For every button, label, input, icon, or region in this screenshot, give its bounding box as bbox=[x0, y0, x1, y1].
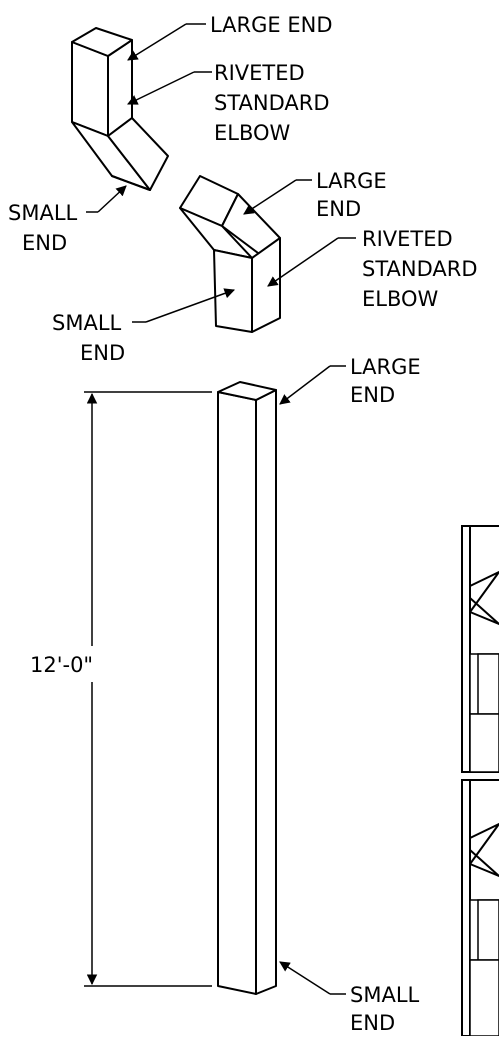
svg-text:STANDARD: STANDARD bbox=[214, 91, 330, 115]
svg-text:STANDARD: STANDARD bbox=[362, 257, 478, 281]
elbow2-small-end-label: SMALL END bbox=[52, 288, 235, 365]
brick-wall-panel-lower bbox=[461, 779, 499, 1037]
svg-text:ELBOW: ELBOW bbox=[362, 287, 439, 311]
svg-text:LARGE: LARGE bbox=[350, 355, 421, 379]
pipe-top-opening bbox=[217, 381, 277, 401]
svg-text:LARGE END: LARGE END bbox=[210, 13, 333, 37]
elbow2-large-end-label: LARGE END bbox=[243, 169, 387, 221]
svg-text:END: END bbox=[316, 197, 361, 221]
svg-text:SMALL: SMALL bbox=[8, 201, 78, 225]
svg-text:LARGE: LARGE bbox=[316, 169, 387, 193]
pipe-large-end-label: LARGE END bbox=[279, 355, 421, 407]
dimension-value: 12'-0" bbox=[30, 653, 93, 677]
elbow2-riveted-label: RIVETED STANDARD ELBOW bbox=[267, 227, 478, 311]
svg-text:RIVETED: RIVETED bbox=[362, 227, 453, 251]
elbow1-top-opening bbox=[71, 27, 133, 57]
svg-text:END: END bbox=[22, 231, 67, 255]
elbow1-leg-left-face bbox=[71, 41, 109, 137]
elbow-2: LARGE END RIVETED STANDARD ELBOW SMALL E… bbox=[52, 169, 478, 365]
elbow-1: LARGE END RIVETED STANDARD ELBOW SMALL E… bbox=[8, 13, 333, 255]
elbow1-angled-right-face bbox=[107, 117, 169, 191]
straight-pipe: LARGE END SMALL END bbox=[217, 355, 421, 1035]
svg-text:SMALL: SMALL bbox=[52, 311, 122, 335]
svg-text:ELBOW: ELBOW bbox=[214, 121, 291, 145]
elbow1-riveted-label: RIVETED STANDARD ELBOW bbox=[127, 61, 330, 145]
svg-text:END: END bbox=[350, 1011, 395, 1035]
pipe-left-face bbox=[217, 391, 257, 995]
svg-text:SMALL: SMALL bbox=[350, 983, 420, 1007]
svg-text:END: END bbox=[80, 341, 125, 365]
brick-wall-panel-upper bbox=[461, 525, 499, 773]
elbow1-large-end-label: LARGE END bbox=[127, 13, 333, 61]
pipe-right-face bbox=[255, 389, 277, 995]
svg-text:END: END bbox=[350, 383, 395, 407]
elbow2-leg-right-face bbox=[251, 237, 281, 333]
elbow1-small-end-label: SMALL END bbox=[8, 185, 127, 255]
pipe-small-end-label: SMALL END bbox=[279, 961, 420, 1035]
length-dimension: 12'-0" bbox=[30, 391, 212, 987]
svg-text:RIVETED: RIVETED bbox=[214, 61, 305, 85]
